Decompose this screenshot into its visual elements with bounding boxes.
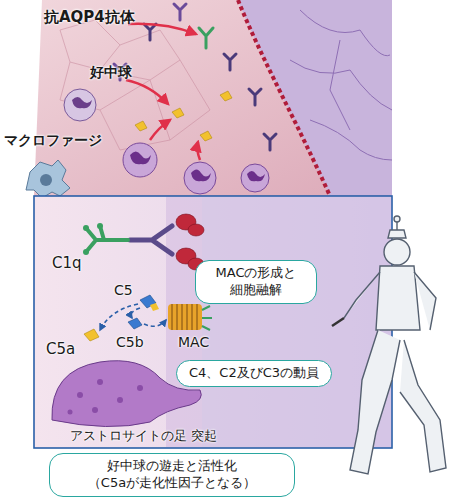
endothelium [238,0,330,196]
c5a-label: C5a [46,340,75,358]
cleavage-arrows [100,304,166,330]
tissue [34,0,392,196]
mac-complex [168,304,212,330]
c5-label: C5 [114,282,133,299]
detail-panel [34,196,392,448]
neutrophil-label: 好中球 [90,64,132,81]
antibody-label: 抗AQP4抗体 [44,8,135,26]
aqp4 [176,214,204,270]
process-box: 好中球の遊走と活性化 （C5aが走化性因子となる） [49,453,295,497]
c1q [86,226,128,252]
c5b-label: C5b [116,334,144,351]
box-text: 好中球の遊走と活性化 （C5aが走化性因子となる） [62,458,282,492]
character-figure [332,216,446,474]
process-box: C4、C2及びC3の動員 [176,360,332,387]
box-text: MACの形成と 細胞融解 [208,265,304,299]
box-text: C4、C2及びC3の動員 [189,365,319,382]
macrophage [26,160,70,198]
blood-vessel [238,0,392,196]
complement [135,91,232,141]
astrocyte-label: アストロサイトの足 突起 [70,428,217,444]
antibodies [114,4,276,150]
macrophage-label: マクロファージ [4,132,102,149]
process-box: MACの形成と 細胞融解 [195,260,317,304]
arrows [126,24,200,160]
mac-label: MAC [178,334,209,351]
c1q-label: C1q [52,254,82,272]
